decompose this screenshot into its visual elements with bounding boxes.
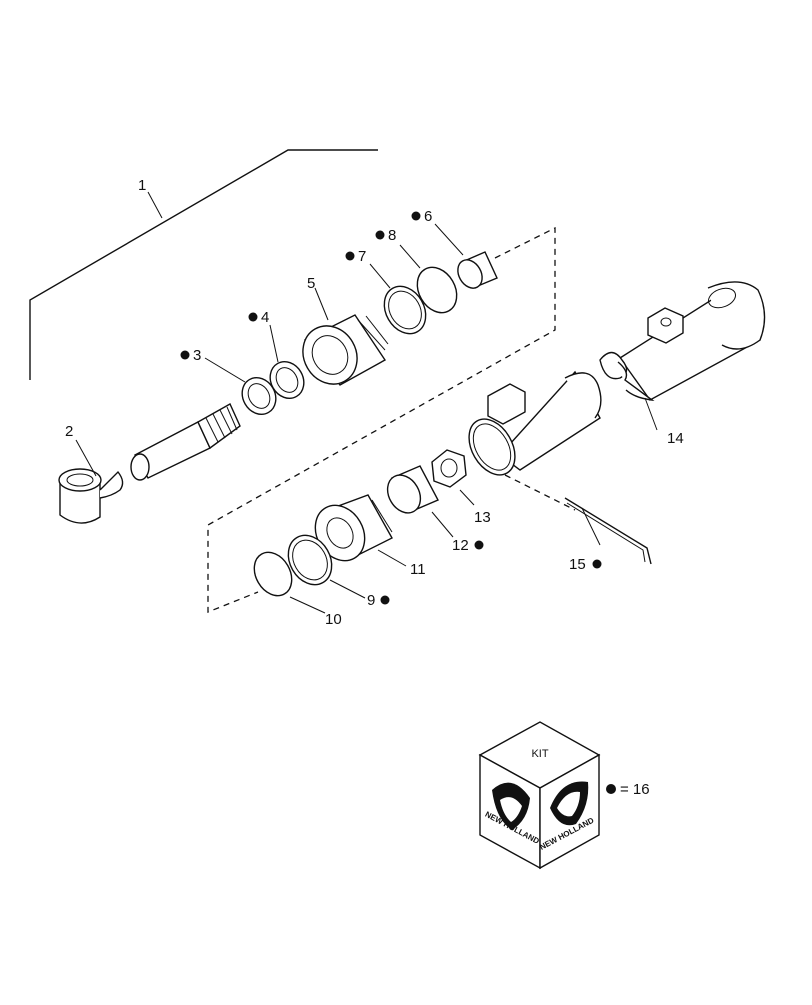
- kit-cube: KIT NEW HOLLAND NEW HOLLAND: [478, 721, 601, 870]
- kit-dot-15: [592, 559, 602, 569]
- label-14: 14: [667, 430, 684, 447]
- seal-kit-boundary: [207, 226, 556, 613]
- seal-ring-part: [287, 534, 333, 586]
- legend-text: = 16: [620, 781, 650, 798]
- backup-ring-part: [383, 285, 427, 335]
- piston-ring-part: [386, 465, 439, 514]
- kit-dot-9: [380, 595, 390, 605]
- locator-dash: [504, 474, 576, 511]
- tube-ring-part: [468, 418, 516, 476]
- piston-o-ring-part: [253, 551, 293, 597]
- label-9: 9: [367, 592, 375, 609]
- label-3: 3: [193, 347, 201, 364]
- kit-dot-12: [474, 540, 484, 550]
- bushing-part: [457, 251, 498, 289]
- nut-part: [431, 449, 467, 488]
- kit-legend: = 16: [606, 781, 650, 798]
- assembly-bracket: [29, 149, 378, 380]
- piston-part: [314, 494, 393, 562]
- lower-tube-part: [487, 370, 602, 471]
- label-12: 12: [452, 537, 469, 554]
- kit-dot-8: [375, 230, 385, 240]
- gland-part: [302, 314, 389, 386]
- o-ring-part: [416, 266, 458, 314]
- label-15: 15: [569, 556, 586, 573]
- label-6: 6: [424, 208, 432, 225]
- wiper-ring-part: [241, 377, 277, 415]
- label-8: 8: [388, 227, 396, 244]
- label-4: 4: [261, 309, 269, 326]
- rod-seal-part: [269, 361, 305, 399]
- kit-dot-4: [248, 312, 258, 322]
- label-5: 5: [307, 275, 315, 292]
- kit-dot-6: [411, 211, 421, 221]
- kit-dot-7: [345, 251, 355, 261]
- wire-pin-part: [564, 497, 652, 565]
- kit-label: KIT: [531, 748, 548, 760]
- piston-rod-part: [130, 403, 241, 481]
- barrel-part: [599, 281, 766, 402]
- label-7: 7: [358, 248, 366, 265]
- label-13: 13: [474, 509, 491, 526]
- callout-labels: 1 2 3 4 5 6 7 8 9 10 11 12 13 14 15: [65, 177, 684, 628]
- label-10: 10: [325, 611, 342, 628]
- label-1: 1: [138, 177, 146, 194]
- rod-eye-part: [58, 468, 124, 524]
- label-2: 2: [65, 423, 73, 440]
- leader-lines: [75, 223, 658, 614]
- kit-dot-3: [180, 350, 190, 360]
- label-11: 11: [410, 561, 426, 578]
- legend-dot: [606, 784, 616, 794]
